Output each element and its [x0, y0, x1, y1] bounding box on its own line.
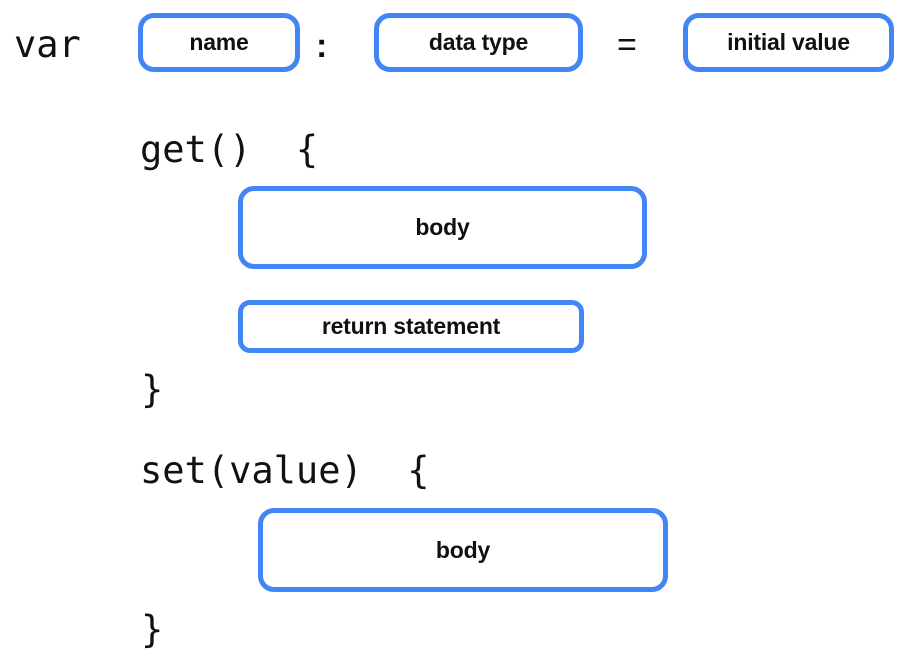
- slot-data-type[interactable]: data type: [374, 13, 583, 72]
- slot-setter-body-label: body: [435, 536, 491, 563]
- slot-data-type-label: data type: [428, 29, 529, 55]
- getter-header: get() {: [140, 128, 319, 171]
- slot-getter-body[interactable]: body: [238, 186, 647, 269]
- keyword-var: var: [14, 23, 81, 66]
- slot-setter-body[interactable]: body: [258, 508, 668, 592]
- slot-initial-value[interactable]: initial value: [683, 13, 894, 72]
- getter-closing-brace: }: [141, 368, 164, 411]
- setter-header: set(value) {: [140, 449, 430, 492]
- slot-return-statement-label: return statement: [321, 313, 501, 339]
- slot-return-statement[interactable]: return statement: [238, 300, 584, 353]
- slot-getter-body-label: body: [415, 214, 470, 240]
- equals-operator: =: [617, 26, 637, 64]
- slot-variable-name-label: name: [189, 29, 249, 55]
- slot-initial-value-label: initial value: [727, 29, 850, 55]
- setter-closing-brace: }: [141, 608, 164, 651]
- slot-variable-name[interactable]: name: [138, 13, 300, 72]
- colon-separator: :: [316, 27, 328, 65]
